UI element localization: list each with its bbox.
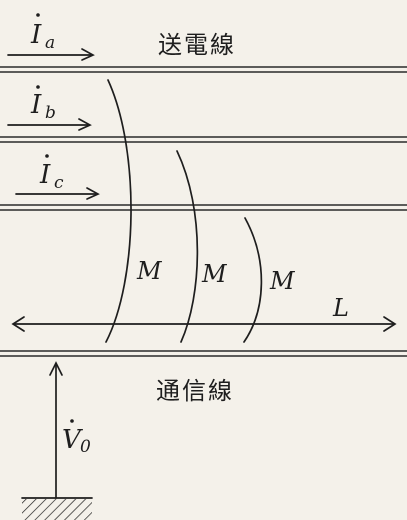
transmission-line-label: 送電線 [158, 31, 236, 59]
current-c-symbol: I [39, 160, 51, 190]
length-label: L [332, 294, 349, 322]
mutual-curve-a [105, 79, 132, 343]
mutual-label-a: M [136, 257, 163, 285]
voltage-sub: 0 [80, 437, 91, 457]
current-b-sub: b [45, 103, 56, 123]
mutual-label-b: M [201, 260, 228, 288]
mutual-curve-c [243, 217, 263, 343]
current-b-symbol: I [30, 90, 42, 120]
mutual-label-c: M [269, 267, 296, 295]
current-a: I a [7, 13, 95, 61]
communication-wire [0, 350, 407, 357]
current-a-sub: a [45, 33, 55, 53]
mutual-curve-b [176, 150, 199, 343]
voltage-symbol: V [62, 425, 83, 455]
transmission-wire-c [0, 204, 407, 211]
voltage-arrow [49, 361, 63, 499]
ground-symbol [21, 497, 93, 520]
communication-line-label: 通信線 [156, 377, 234, 405]
current-a-symbol: I [30, 20, 42, 50]
current-c: I c [15, 154, 100, 200]
current-b: I b [7, 85, 92, 131]
current-c-sub: c [54, 173, 64, 193]
transmission-wire-b [0, 136, 407, 143]
length-arrow [11, 316, 397, 332]
transmission-wire-a [0, 66, 407, 73]
